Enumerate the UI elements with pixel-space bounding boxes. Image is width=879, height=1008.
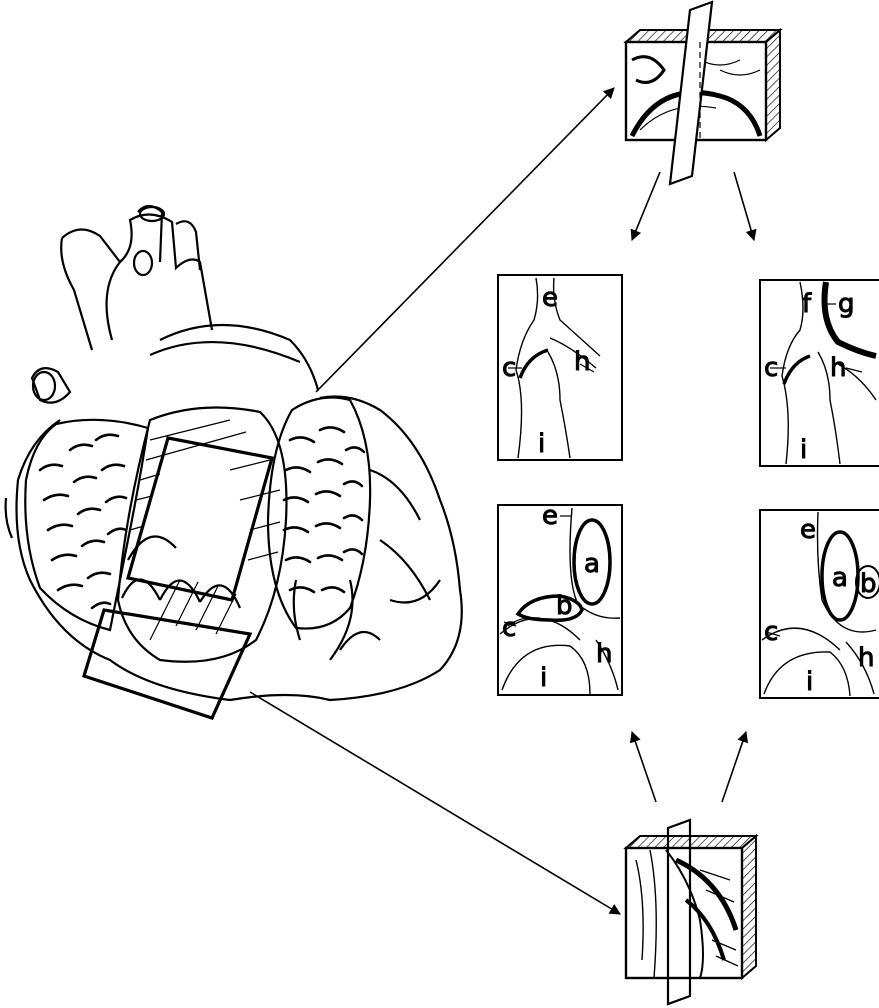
- cavity-shading: [130, 420, 280, 640]
- label-b: b: [556, 591, 573, 621]
- label-e: e: [542, 501, 558, 531]
- tissue-block-lower: [626, 820, 756, 1004]
- arrow-upper-left: [632, 172, 660, 240]
- right-flap-texture: [284, 427, 364, 592]
- section-panel-3: e a b c h i: [498, 501, 622, 695]
- label-a: a: [584, 549, 600, 579]
- label-e: e: [800, 515, 816, 545]
- section-panel-4: e a b c h i: [760, 510, 879, 698]
- label-b: b: [860, 569, 877, 599]
- label-h: h: [858, 643, 874, 673]
- label-c: c: [764, 617, 778, 647]
- label-i: i: [800, 435, 807, 465]
- label-h: h: [596, 639, 612, 669]
- arrow-upper-right: [734, 172, 754, 240]
- label-i: i: [538, 429, 545, 459]
- label-c: c: [764, 353, 778, 383]
- cutting-plane-lower: [84, 610, 250, 718]
- section-panel-1: e c h i: [498, 275, 622, 460]
- label-h: h: [574, 347, 590, 377]
- cutting-plane-upper: [128, 438, 272, 600]
- tissue-block-upper: [626, 2, 780, 184]
- label-i: i: [540, 663, 547, 693]
- label-h: h: [830, 353, 846, 383]
- label-e: e: [542, 283, 558, 313]
- label-g: g: [838, 289, 855, 319]
- heart-illustration-icon: [6, 206, 462, 700]
- label-c: c: [502, 353, 516, 383]
- left-flap-texture: [40, 435, 126, 608]
- arrow-lower-right: [722, 732, 746, 802]
- label-f: f: [802, 289, 812, 319]
- label-c: c: [502, 613, 516, 643]
- label-a: a: [832, 563, 848, 593]
- arrow-to-lower-block: [250, 692, 620, 914]
- label-i: i: [806, 667, 813, 697]
- arrow-lower-left: [632, 732, 656, 802]
- section-panel-2: f g c h i: [760, 280, 879, 466]
- arrow-to-upper-block: [316, 88, 614, 392]
